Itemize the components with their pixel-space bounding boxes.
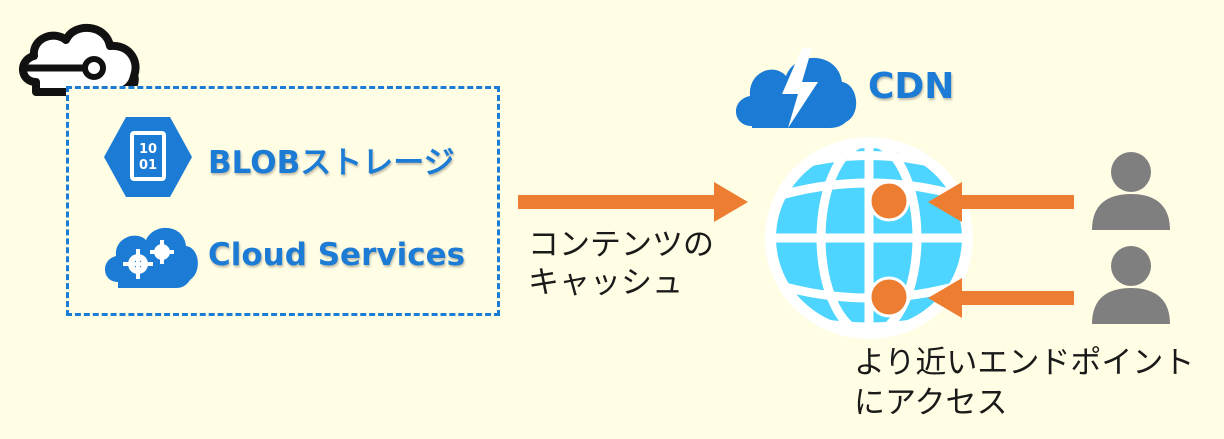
cache-caption-line2: キャッシュ bbox=[528, 265, 683, 301]
edge-endpoint-bottom bbox=[868, 276, 910, 318]
cdn-label: CDN bbox=[868, 66, 955, 107]
access-arrow-top bbox=[928, 182, 1074, 222]
access-arrow-bottom bbox=[928, 278, 1074, 318]
cloud-services-label: Cloud Services bbox=[208, 237, 466, 273]
user-icon-top bbox=[1090, 150, 1172, 230]
azure-cloud-icon bbox=[14, 20, 142, 102]
access-caption-line2: にアクセス bbox=[854, 385, 1008, 421]
cdn-cloud-icon bbox=[730, 44, 860, 136]
cloud-services-icon bbox=[100, 220, 200, 296]
globe-icon bbox=[765, 137, 973, 339]
svg-text:01: 01 bbox=[139, 158, 157, 173]
cache-arrow bbox=[518, 182, 748, 222]
edge-endpoint-top bbox=[868, 180, 910, 222]
user-icon-bottom bbox=[1090, 244, 1172, 324]
access-caption-line1: より近いエンドポイント bbox=[854, 345, 1195, 381]
cache-caption-line1: コンテンツの bbox=[528, 227, 714, 263]
blob-storage-label: BLOBストレージ bbox=[208, 145, 455, 181]
svg-text:10: 10 bbox=[139, 142, 157, 157]
blob-storage-icon: 10 01 bbox=[104, 113, 192, 201]
